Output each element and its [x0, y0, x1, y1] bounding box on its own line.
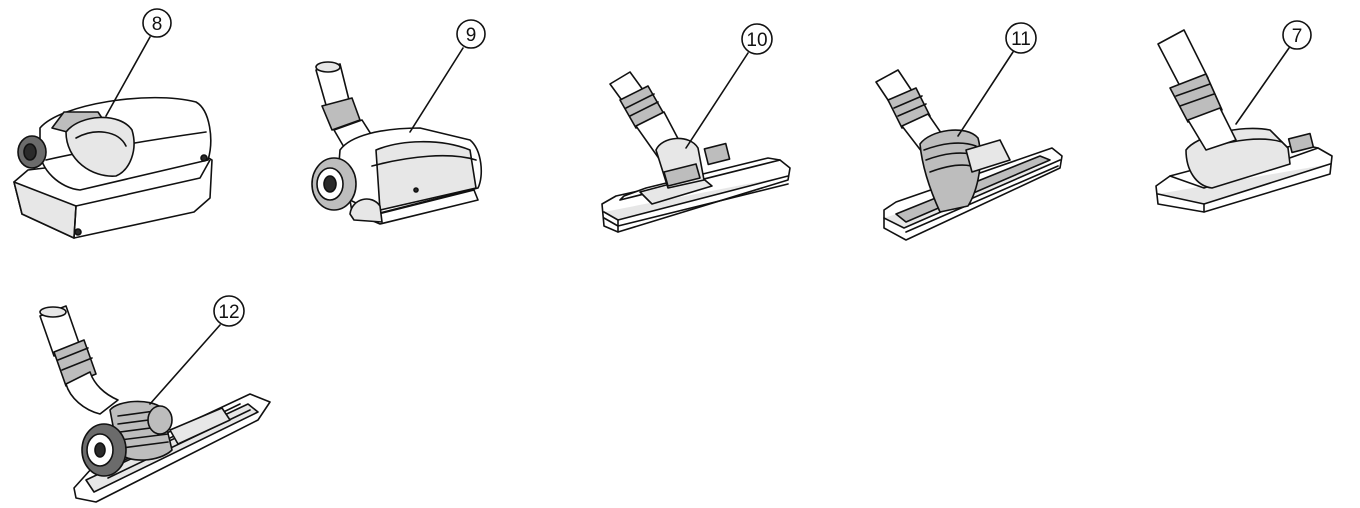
callout-label-9: 9 [466, 25, 477, 46]
callout-7: 7 [1282, 20, 1312, 50]
callout-leader-12 [149, 324, 221, 405]
callout-leader-10 [685, 52, 749, 149]
turbo-floor-brush-icon [39, 305, 271, 503]
combination-floor-nozzle-icon [1155, 29, 1333, 213]
callout-label-11: 11 [1011, 29, 1031, 50]
callout-9: 9 [456, 19, 486, 49]
callout-11: 11 [1005, 22, 1037, 54]
callout-10: 10 [741, 23, 773, 55]
callout-label-7: 7 [1292, 26, 1303, 47]
callout-12: 12 [213, 295, 245, 327]
callout-label-12: 12 [218, 302, 239, 323]
callout-leader-9 [409, 47, 464, 133]
callout-leader-11 [957, 51, 1014, 137]
mini-turbo-brush-icon [311, 61, 483, 225]
callout-leader-7 [1235, 47, 1290, 125]
turbo-brush-icon [13, 96, 213, 239]
callout-leader-8 [105, 36, 151, 117]
callout-label-10: 10 [746, 30, 767, 51]
parquet-nozzle-icon [875, 69, 1063, 241]
callout-8: 8 [142, 8, 172, 38]
callout-label-8: 8 [152, 14, 163, 35]
floor-nozzle-icon [601, 71, 791, 233]
